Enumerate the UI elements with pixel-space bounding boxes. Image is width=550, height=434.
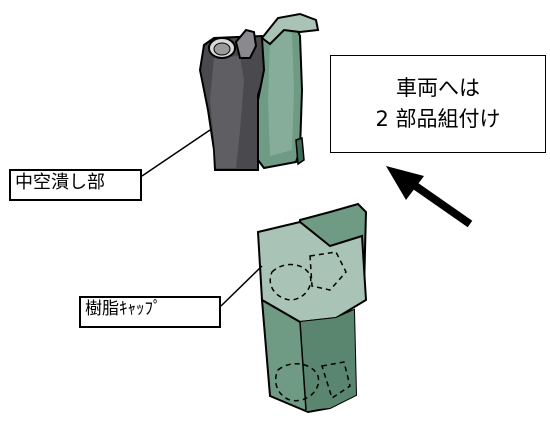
note-line-2: 2 部品組付け — [375, 107, 501, 131]
hollow-crush-shade — [210, 56, 244, 168]
green-clip-highlight — [268, 30, 294, 156]
lower-part-assembly — [256, 202, 368, 414]
green-clip-top-lip — [260, 12, 320, 46]
resin-cap-dashed-feature-3 — [274, 363, 320, 402]
hollow-tube-second-top — [234, 28, 258, 59]
leader-line-resin — [220, 265, 263, 307]
green-clip-notch — [295, 136, 305, 166]
upper-part-assembly — [198, 12, 320, 171]
hollow-tube-inner — [213, 42, 231, 56]
leader-line-hollow — [141, 129, 211, 177]
resin-cap-edge-line — [299, 321, 307, 411]
assembly-note-box: 車両へは 2 部品組付け — [330, 55, 546, 153]
resin-cap-dashed-feature-2 — [309, 251, 347, 291]
assembly-arrow — [386, 166, 473, 228]
resin-cap-label: 樹脂ｷｬｯﾌﾟ — [79, 296, 221, 328]
resin-cap-dashed-feature-1 — [269, 263, 312, 301]
note-line-1: 車両へは — [396, 75, 480, 100]
hollow-crush-label: 中空潰し部 — [9, 169, 142, 201]
resin-cap-dashed-feature-4 — [321, 361, 351, 400]
resin-cap-lower-shade — [300, 310, 356, 410]
